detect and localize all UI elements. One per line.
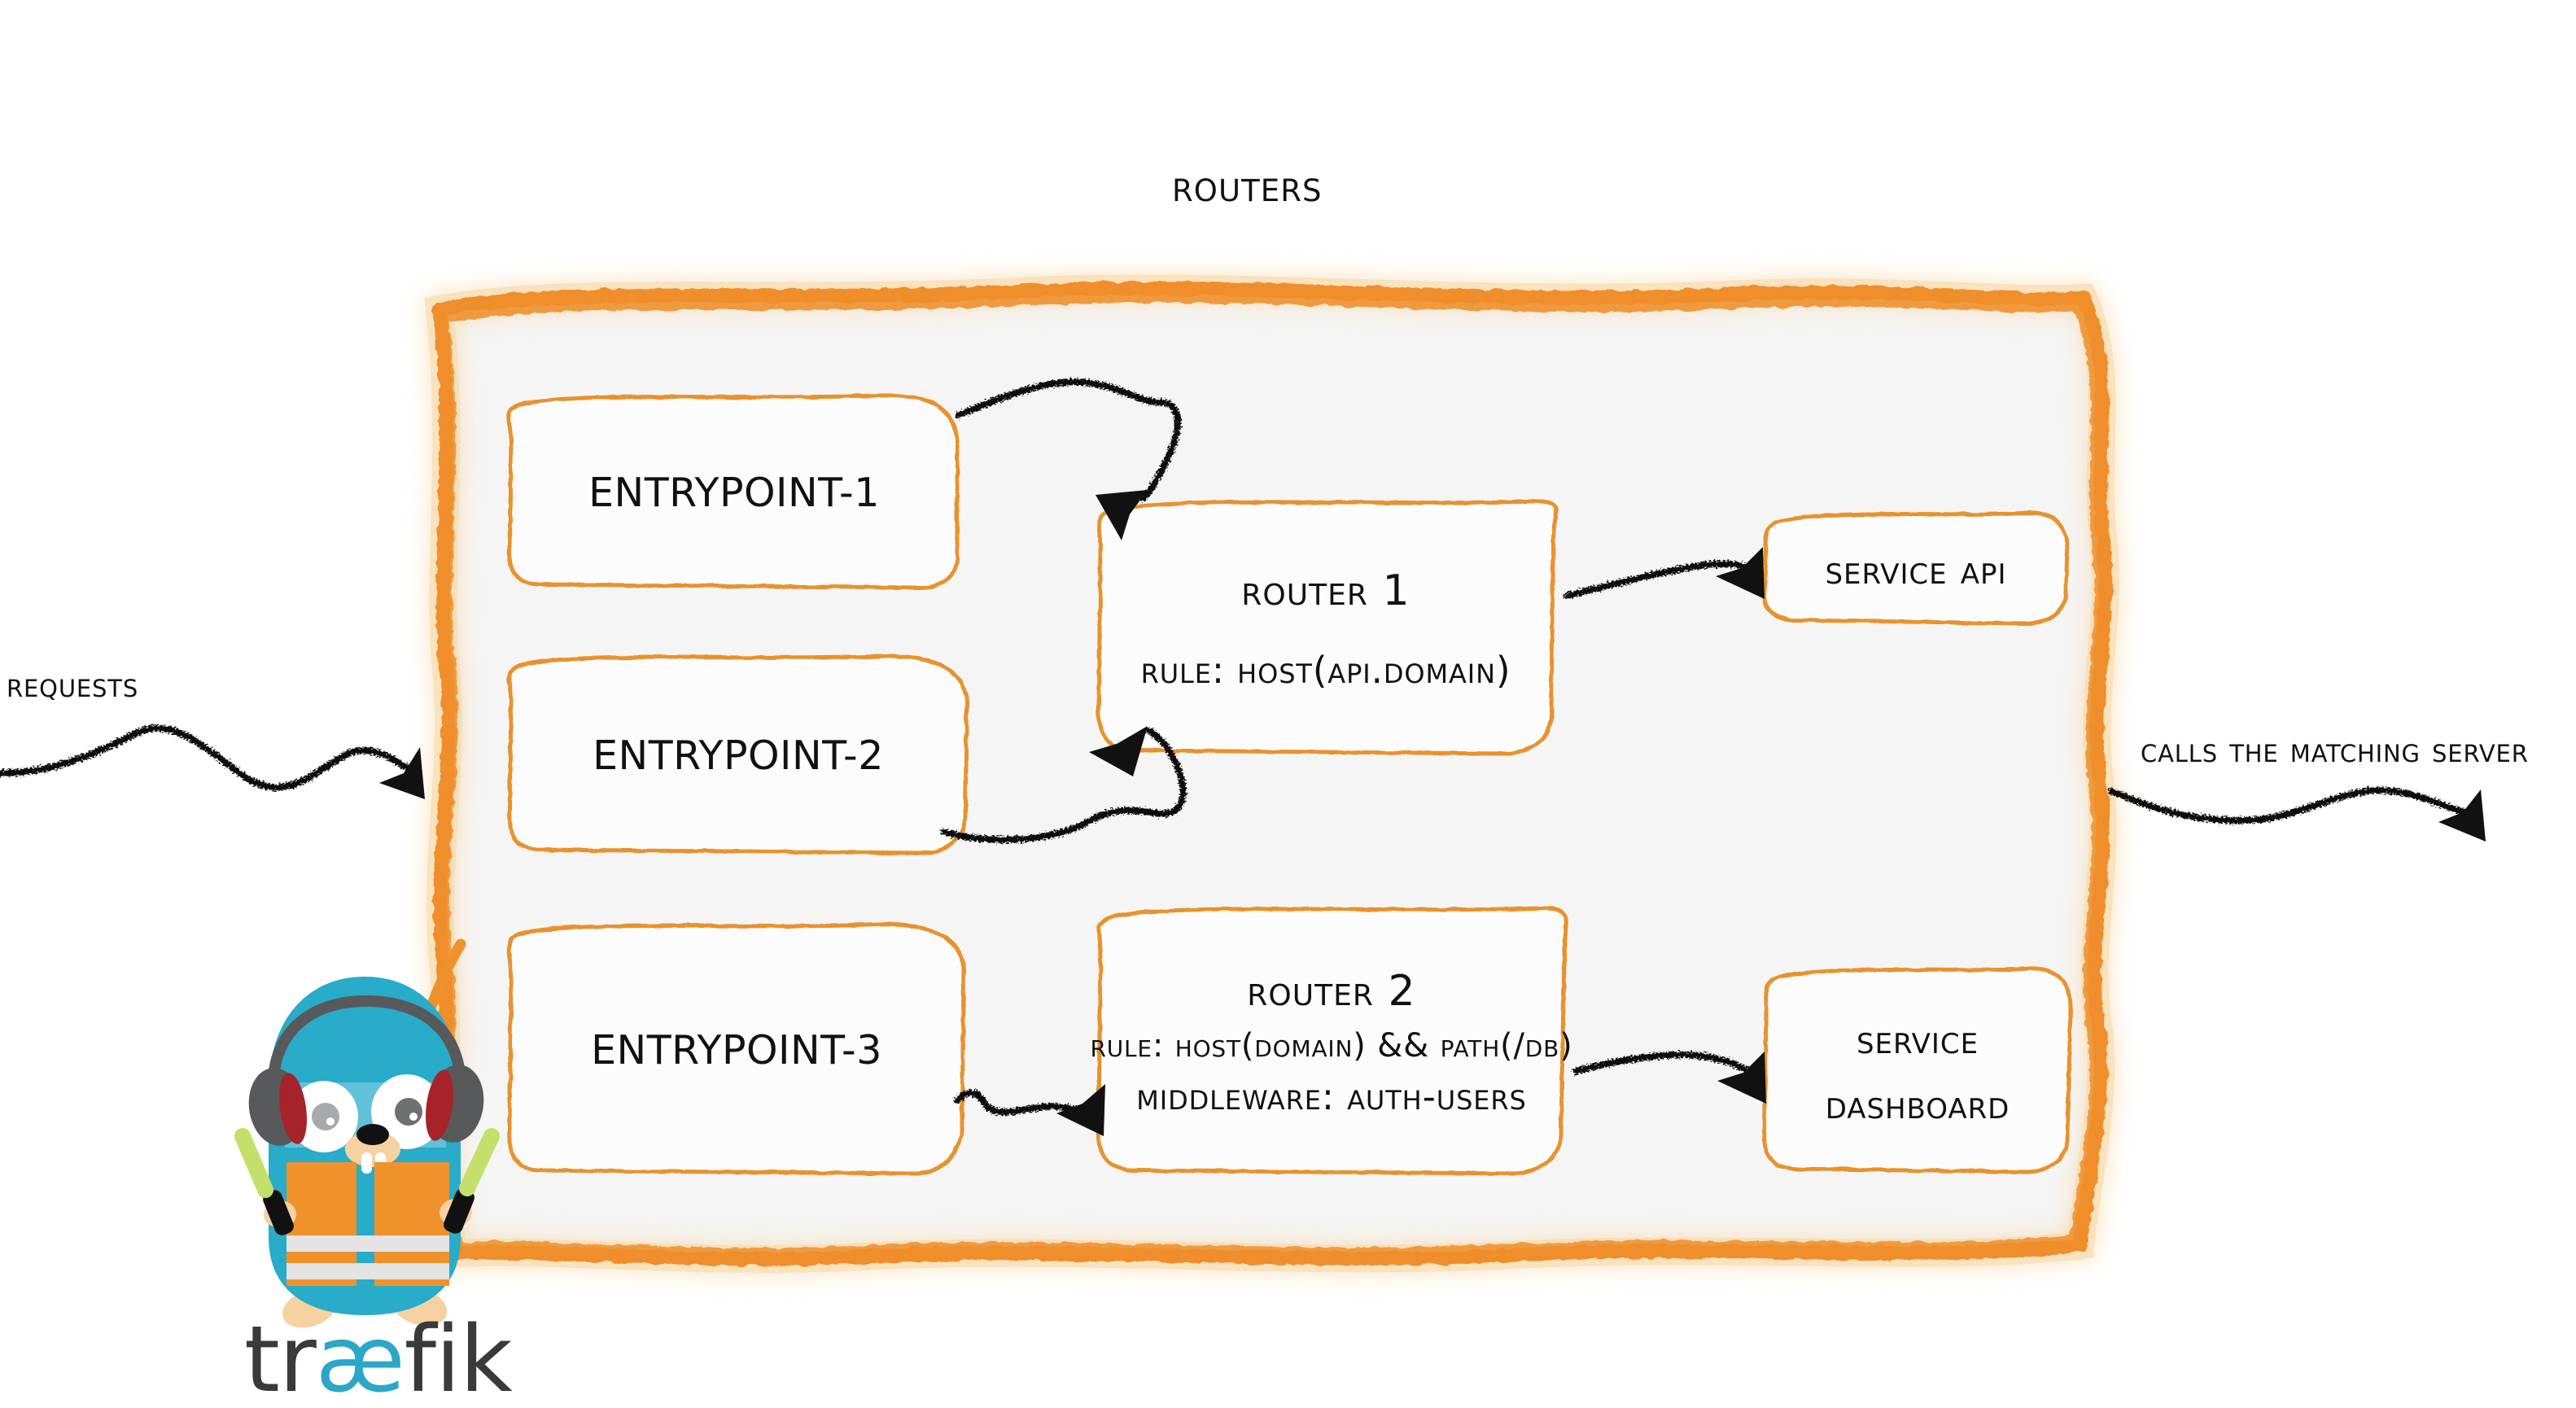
router-1-rule: rule: Host(api.domain) <box>1140 648 1511 692</box>
router-1-title: Router 1 <box>1241 566 1410 616</box>
router-box-2[interactable]: Router 2 rule: Host(domain) && Path(/db)… <box>1090 912 1572 1174</box>
service-dashboard-label-line2: Dashboard <box>1825 1082 2010 1128</box>
entrypoint-box-2[interactable]: entrypoint-2 <box>510 659 967 853</box>
requests-label: Requests <box>7 665 139 705</box>
entrypoint-box-1[interactable]: entrypoint-1 <box>510 399 959 588</box>
service-api-label: Service API <box>1825 547 2007 593</box>
traefik-gopher-mascot <box>234 938 500 1328</box>
service-dashboard-label-line1: Service <box>1856 1017 1979 1063</box>
service-box-api[interactable]: Service API <box>1765 518 2067 623</box>
page-title: Routers <box>1172 162 1323 212</box>
entrypoint-1-label: entrypoint-1 <box>588 470 880 517</box>
entrypoint-3-label: entrypoint-3 <box>591 1027 882 1074</box>
router-2-title: Router 2 <box>1247 967 1416 1017</box>
calls-matching-server-label: Calls the matching server <box>2141 730 2529 770</box>
traefik-logo: træfik <box>244 1314 513 1408</box>
router-2-middleware: Middleware: auth-users <box>1136 1074 1527 1118</box>
traefik-logo-ae-ligature: æ <box>315 1307 405 1408</box>
service-box-dashboard[interactable]: Service Dashboard <box>1765 973 2071 1172</box>
entrypoint-2-label: entrypoint-2 <box>593 732 884 780</box>
router-2-rule: rule: Host(domain) && Path(/db) <box>1090 1026 1573 1065</box>
entrypoint-box-3[interactable]: entrypoint-3 <box>510 928 964 1174</box>
router-box-1[interactable]: Router 1 rule: Host(api.domain) <box>1099 505 1553 754</box>
traefik-logo-part1: tr <box>244 1307 317 1408</box>
traefik-logo-part3: fik <box>404 1307 513 1408</box>
